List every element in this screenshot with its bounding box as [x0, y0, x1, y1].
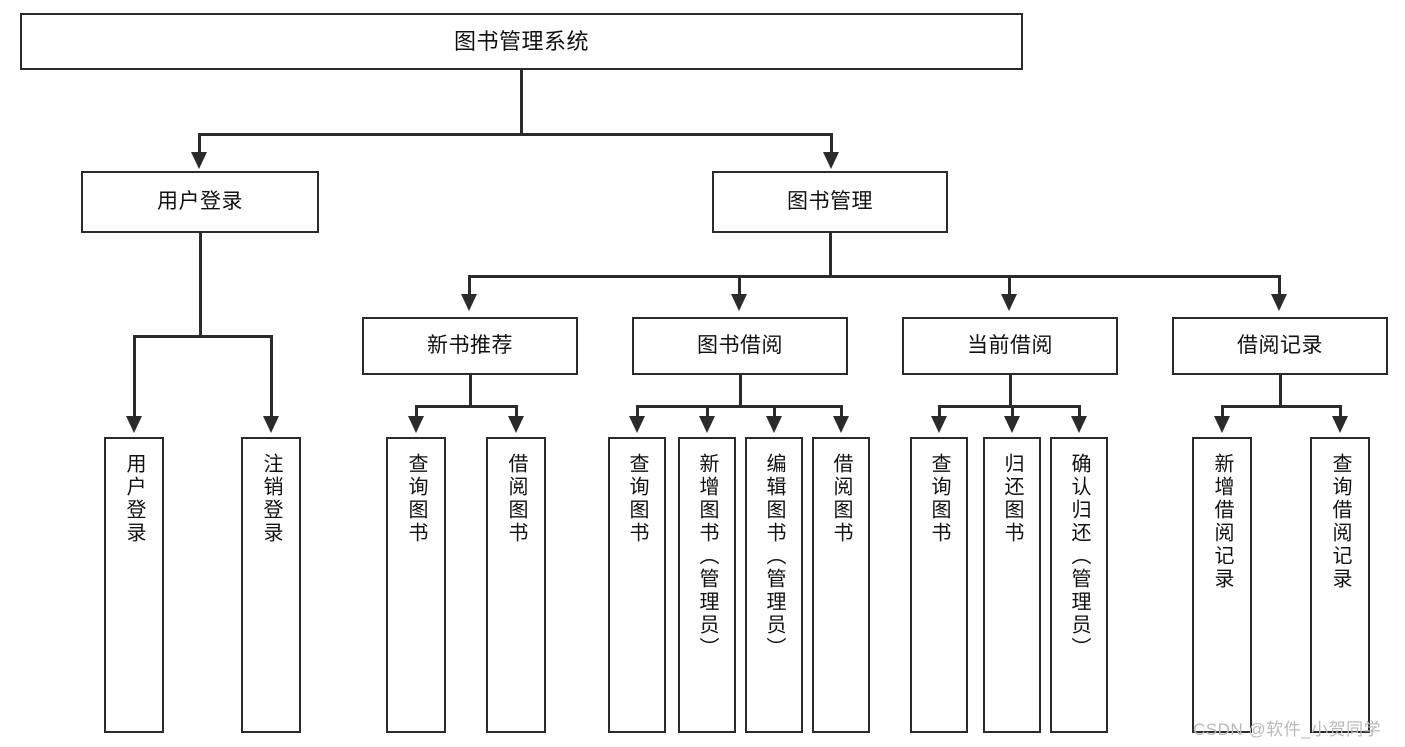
- node-borrow-record[interactable]: 借阅记录: [1172, 317, 1388, 375]
- arrow-root-to-user-login: [191, 152, 207, 169]
- node-new-book-rec[interactable]: 新书推荐: [362, 317, 578, 375]
- edge-borrow-to-l2: [706, 405, 709, 418]
- node-leaf-borrow-lend-label: 借阅图书: [830, 453, 852, 545]
- node-leaf-borrow-edit[interactable]: 编辑图书（管理员）: [745, 437, 803, 733]
- arrow-bm-to-rec: [461, 294, 477, 311]
- edge-current-to-l1: [938, 405, 941, 418]
- node-leaf-rec-borrow[interactable]: 借阅图书: [486, 437, 546, 733]
- node-leaf-rec-borrow-label: 借阅图书: [505, 453, 527, 545]
- node-leaf-borrow-add-label: 新增图书（管理员）: [696, 453, 718, 660]
- node-leaf-user-logout-label: 注销登录: [260, 453, 282, 545]
- edge-current-bar: [938, 405, 1079, 408]
- node-user-login-label: 用户登录: [157, 189, 243, 213]
- node-root[interactable]: 图书管理系统: [20, 13, 1023, 70]
- node-book-borrow-label: 图书借阅: [697, 333, 783, 357]
- edge-bm-to-rec: [468, 275, 471, 296]
- node-root-label: 图书管理系统: [453, 28, 589, 54]
- node-leaf-borrow-edit-label: 编辑图书（管理员）: [763, 453, 785, 660]
- arrow-user-login-to-leaf2: [263, 416, 279, 433]
- edge-current-stem: [1009, 375, 1012, 405]
- edge-record-to-l2: [1339, 405, 1342, 418]
- node-leaf-user-login[interactable]: 用户登录: [104, 437, 164, 733]
- edge-borrow-stem: [739, 375, 742, 405]
- edge-bm-to-borrow: [738, 275, 741, 296]
- arrow-root-to-book-manage: [823, 152, 839, 169]
- arrow-bm-to-current: [1001, 294, 1017, 311]
- node-leaf-rec-add-label: 新增借阅记录: [1211, 453, 1233, 591]
- node-leaf-borrow-add[interactable]: 新增图书（管理员）: [678, 437, 736, 733]
- edge-book-manage-bar: [468, 275, 1280, 278]
- edge-root-stem: [520, 70, 523, 133]
- node-leaf-rec-add[interactable]: 新增借阅记录: [1192, 437, 1252, 733]
- node-leaf-borrow-lend[interactable]: 借阅图书: [812, 437, 870, 733]
- node-leaf-rec-query-label: 查询图书: [405, 453, 427, 545]
- edge-root-to-user-login: [198, 133, 201, 154]
- node-leaf-cur-return[interactable]: 归还图书: [983, 437, 1041, 733]
- edge-record-stem: [1279, 375, 1282, 405]
- node-leaf-rec-query2-label: 查询借阅记录: [1329, 453, 1351, 591]
- edge-user-login-stem: [199, 233, 202, 335]
- edge-book-manage-stem: [829, 233, 832, 275]
- node-current-borrow[interactable]: 当前借阅: [902, 317, 1118, 375]
- arrow-record-to-l2: [1332, 416, 1348, 433]
- arrow-user-login-to-leaf1: [126, 416, 142, 433]
- node-leaf-rec-query2[interactable]: 查询借阅记录: [1310, 437, 1370, 733]
- edge-rec-to-l2: [515, 405, 518, 418]
- arrow-borrow-to-l4: [833, 416, 849, 433]
- arrow-rec-to-l1: [408, 416, 424, 433]
- edge-rec-bar: [415, 405, 516, 408]
- edge-borrow-to-l1: [636, 405, 639, 418]
- edge-record-to-l1: [1221, 405, 1224, 418]
- edge-borrow-to-l3: [773, 405, 776, 418]
- edge-bm-to-current: [1008, 275, 1011, 296]
- arrow-bm-to-record: [1271, 294, 1287, 311]
- edge-record-bar: [1221, 405, 1341, 408]
- node-leaf-cur-confirm-label: 确认归还（管理员）: [1068, 453, 1090, 660]
- node-current-borrow-label: 当前借阅: [967, 333, 1053, 357]
- node-new-book-rec-label: 新书推荐: [427, 333, 513, 357]
- node-user-login[interactable]: 用户登录: [81, 171, 319, 233]
- node-leaf-cur-return-label: 归还图书: [1001, 453, 1023, 545]
- node-leaf-borrow-query[interactable]: 查询图书: [608, 437, 666, 733]
- edge-root-to-book-manage: [830, 133, 833, 154]
- node-leaf-cur-query-label: 查询图书: [928, 453, 950, 545]
- node-leaf-user-logout[interactable]: 注销登录: [241, 437, 301, 733]
- edge-user-login-to-leaf1: [133, 335, 136, 418]
- node-book-borrow[interactable]: 图书借阅: [632, 317, 848, 375]
- node-leaf-cur-query[interactable]: 查询图书: [910, 437, 968, 733]
- arrow-current-to-l1: [931, 416, 947, 433]
- arrow-borrow-to-l1: [629, 416, 645, 433]
- arrow-bm-to-borrow: [731, 294, 747, 311]
- edge-current-to-l2: [1011, 405, 1014, 418]
- node-borrow-record-label: 借阅记录: [1237, 333, 1323, 357]
- node-leaf-rec-query[interactable]: 查询图书: [386, 437, 446, 733]
- arrow-record-to-l1: [1214, 416, 1230, 433]
- node-leaf-user-login-label: 用户登录: [123, 453, 145, 545]
- edge-rec-to-l1: [415, 405, 418, 418]
- node-book-manage[interactable]: 图书管理: [712, 171, 948, 233]
- edge-borrow-to-l4: [840, 405, 843, 418]
- edge-root-bar: [198, 133, 832, 136]
- csdn-watermark: CSDN @软件_小贺同学: [1193, 720, 1382, 739]
- node-book-manage-label: 图书管理: [787, 189, 873, 213]
- edge-user-login-bar: [133, 335, 272, 338]
- arrow-borrow-to-l2: [699, 416, 715, 433]
- arrow-rec-to-l2: [508, 416, 524, 433]
- node-leaf-borrow-query-label: 查询图书: [626, 453, 648, 545]
- arrow-current-to-l2: [1004, 416, 1020, 433]
- edge-current-to-l3: [1078, 405, 1081, 418]
- edge-rec-stem: [469, 375, 472, 405]
- edge-user-login-to-leaf2: [270, 335, 273, 418]
- node-leaf-cur-confirm[interactable]: 确认归还（管理员）: [1050, 437, 1108, 733]
- edge-borrow-bar: [636, 405, 842, 408]
- arrow-borrow-to-l3: [766, 416, 782, 433]
- edge-bm-to-record: [1278, 275, 1281, 296]
- arrow-current-to-l3: [1071, 416, 1087, 433]
